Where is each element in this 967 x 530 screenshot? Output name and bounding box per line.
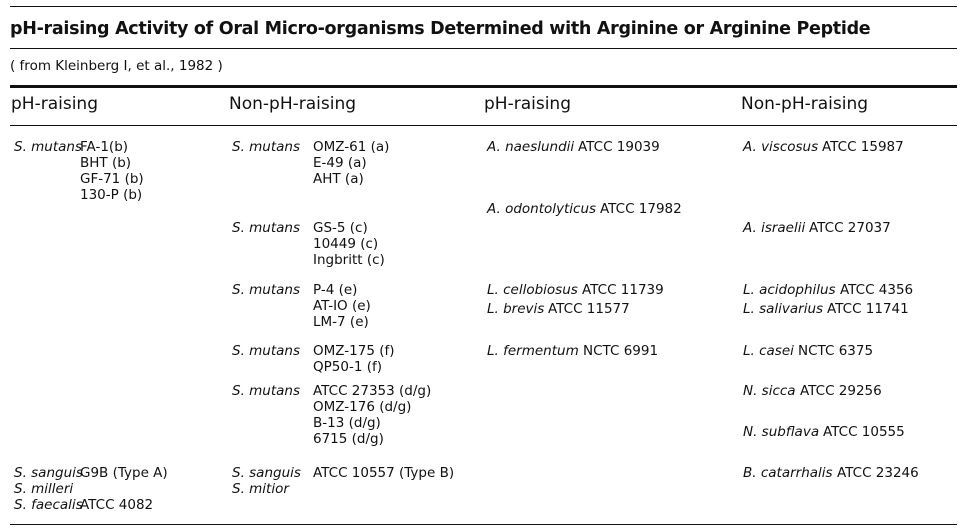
strain-entry: 6715 (d/g)	[313, 431, 384, 447]
strain-entry: ATCC 19039	[578, 139, 660, 155]
header-bottom-rule	[10, 125, 957, 126]
species-name: S. mutans	[232, 383, 301, 399]
strain-entry: NCTC 6375	[798, 343, 874, 359]
species-name: B. catarrhalis	[743, 465, 833, 481]
col-header-others-ph-raising: pH-raising	[484, 94, 571, 114]
species-name: L. casei	[743, 343, 794, 359]
bottom-rule	[10, 524, 957, 525]
title-rule	[10, 48, 957, 49]
species-name: S. mutans	[232, 139, 301, 155]
species-name: S. sanguis	[14, 465, 83, 481]
strain-entry: P-4 (e)	[313, 282, 358, 298]
strain-entry: LM-7 (e)	[313, 314, 369, 330]
strain-entry: ATCC 15987	[822, 139, 904, 155]
strain-entry: ATCC 10557 (Type B)	[313, 465, 455, 481]
species-name: N. subflava	[743, 424, 820, 440]
strain-entry: AT-IO (e)	[313, 298, 371, 314]
strain-entry: AHT (a)	[313, 171, 364, 187]
col-header-streptococci-ph-raising: pH-raising	[11, 94, 98, 114]
species-name: N. sicca	[743, 383, 796, 399]
strain-entry: ATCC 11739	[582, 282, 664, 298]
species-name: A. israelii	[743, 220, 806, 236]
strain-entry: NCTC 6991	[583, 343, 659, 359]
top-rule	[10, 6, 957, 7]
strain-entry: OMZ-176 (d/g)	[313, 399, 412, 415]
strain-entry: BHT (b)	[80, 155, 132, 171]
species-name: S. mutans	[232, 343, 301, 359]
strain-entry: ATCC 17982	[600, 201, 682, 217]
strain-entry: ATCC 23246	[837, 465, 919, 481]
species-name: A. odontolyticus	[487, 201, 597, 217]
species-name: S. mutans	[14, 139, 83, 155]
table-subtitle: ( from Kleinberg I, et al., 1982 )	[10, 58, 223, 74]
table-title: pH-raising Activity of Oral Micro-organi…	[10, 19, 871, 39]
species-name: S. milleri	[14, 481, 74, 497]
strain-entry: E-49 (a)	[313, 155, 367, 171]
species-name: L. brevis	[487, 301, 545, 317]
strain-entry: 10449 (c)	[313, 236, 379, 252]
strain-entry: OMZ-175 (f)	[313, 343, 395, 359]
strain-entry: ATCC 11741	[827, 301, 909, 317]
strain-entry: ATCC 27353 (d/g)	[313, 383, 432, 399]
strain-entry: 130-P (b)	[80, 187, 143, 203]
species-name: A. viscosus	[743, 139, 819, 155]
species-name: L. acidophilus	[743, 282, 836, 298]
strain-entry: GF-71 (b)	[80, 171, 144, 187]
strain-entry: Ingbritt (c)	[313, 252, 385, 268]
strain-entry: ATCC 27037	[809, 220, 891, 236]
strain-entry: ATCC 4356	[840, 282, 914, 298]
col-header-others-non-ph-raising: Non-pH-raising	[741, 94, 869, 114]
strain-entry: OMZ-61 (a)	[313, 139, 390, 155]
species-name: S. sanguis	[232, 465, 301, 481]
species-name: S. mutans	[232, 282, 301, 298]
strain-entry: GS-5 (c)	[313, 220, 368, 236]
species-name: A. naeslundii	[487, 139, 575, 155]
species-name: S. mitior	[232, 481, 289, 497]
strain-entry: ATCC 11577	[548, 301, 630, 317]
species-name: S. faecalis	[14, 497, 83, 513]
strain-entry: ATCC 29256	[800, 383, 882, 399]
strain-entry: FA-1(b)	[80, 139, 129, 155]
strain-entry: QP50-1 (f)	[313, 359, 382, 375]
species-name: S. mutans	[232, 220, 301, 236]
strain-entry: ATCC 4082	[80, 497, 154, 513]
strain-entry: B-13 (d/g)	[313, 415, 381, 431]
strain-entry: ATCC 10555	[823, 424, 905, 440]
strain-entry: G9B (Type A)	[80, 465, 168, 481]
col-header-streptococci-non-ph-raising: Non-pH-raising	[229, 94, 357, 114]
species-name: L. salivarius	[743, 301, 824, 317]
species-name: L. fermentum	[487, 343, 579, 359]
header-top-rule	[10, 85, 957, 88]
species-name: L. cellobiosus	[487, 282, 578, 298]
